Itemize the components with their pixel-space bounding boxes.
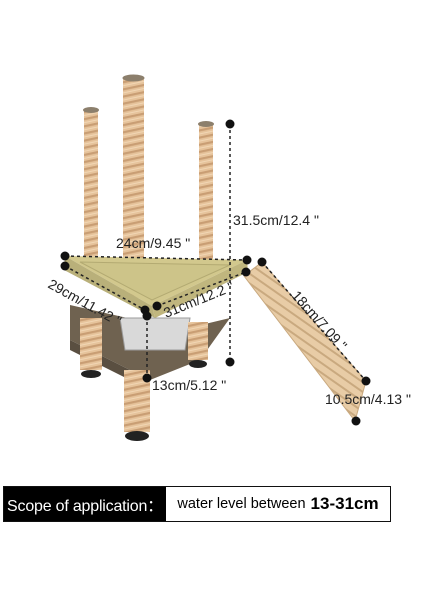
application-banner: Scope of application： water level betwee… (3, 486, 391, 522)
center-post (122, 74, 145, 298)
ramp-width-dimension-label: 10.5cm/4.13 " (325, 391, 411, 407)
banner-value: water level between 13-31cm (166, 487, 390, 521)
dimension-points (60, 119, 371, 426)
right-leg (188, 322, 208, 368)
banner-label: Scope of application： (4, 487, 166, 521)
top-edge-dimension-label: 24cm/9.45 " (116, 235, 190, 251)
front-center-leg (124, 370, 150, 441)
banner-range: 13-31cm (310, 494, 379, 513)
back-right-post (198, 121, 214, 264)
height-dimension-label: 31.5cm/12.4 " (233, 212, 319, 228)
platform-top (64, 256, 248, 318)
product-illustration: 31.5cm/12.4 " 24cm/9.45 " 29cm/11.42 " 3… (46, 74, 411, 441)
dimension-lines (64, 124, 367, 382)
leg-height-dimension-label: 13cm/5.12 " (152, 377, 226, 393)
back-left-post (83, 107, 99, 260)
front-left-leg (80, 318, 102, 378)
banner-text: water level between (177, 496, 306, 512)
basin (119, 317, 191, 351)
